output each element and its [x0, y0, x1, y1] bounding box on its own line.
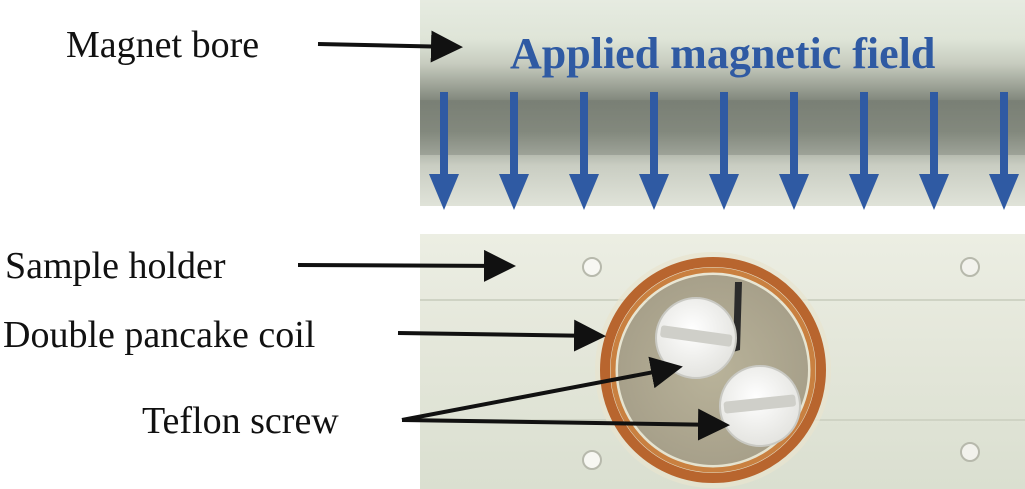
arrow-sample-holder	[297, 249, 516, 282]
field-arrow	[989, 92, 1019, 210]
arrow-screw-upper	[401, 356, 683, 422]
field-arrow	[779, 92, 809, 210]
field-arrow	[919, 92, 949, 210]
field-arrow	[849, 92, 879, 210]
annotation-arrows	[297, 30, 730, 441]
field-arrows	[429, 92, 1019, 210]
label-magnet-bore: Magnet bore	[66, 24, 260, 66]
field-arrow	[499, 92, 529, 210]
field-arrow	[569, 92, 599, 210]
label-teflon-screw: Teflon screw	[142, 400, 339, 442]
arrow-coil	[397, 319, 606, 352]
label-sample-holder: Sample holder	[5, 245, 226, 287]
teflon-screw-upper	[655, 297, 737, 379]
field-arrow	[709, 92, 739, 210]
arrow-magnet-bore	[317, 30, 463, 63]
field-arrow	[639, 92, 669, 210]
pancake-coil-photo	[595, 252, 831, 488]
applied-field-title: Applied magnetic field	[510, 29, 936, 78]
field-arrow	[429, 92, 459, 210]
teflon-screw-lower	[719, 365, 801, 447]
arrow-screw-lower	[401, 408, 730, 441]
label-double-pancake-coil: Double pancake coil	[3, 314, 316, 356]
